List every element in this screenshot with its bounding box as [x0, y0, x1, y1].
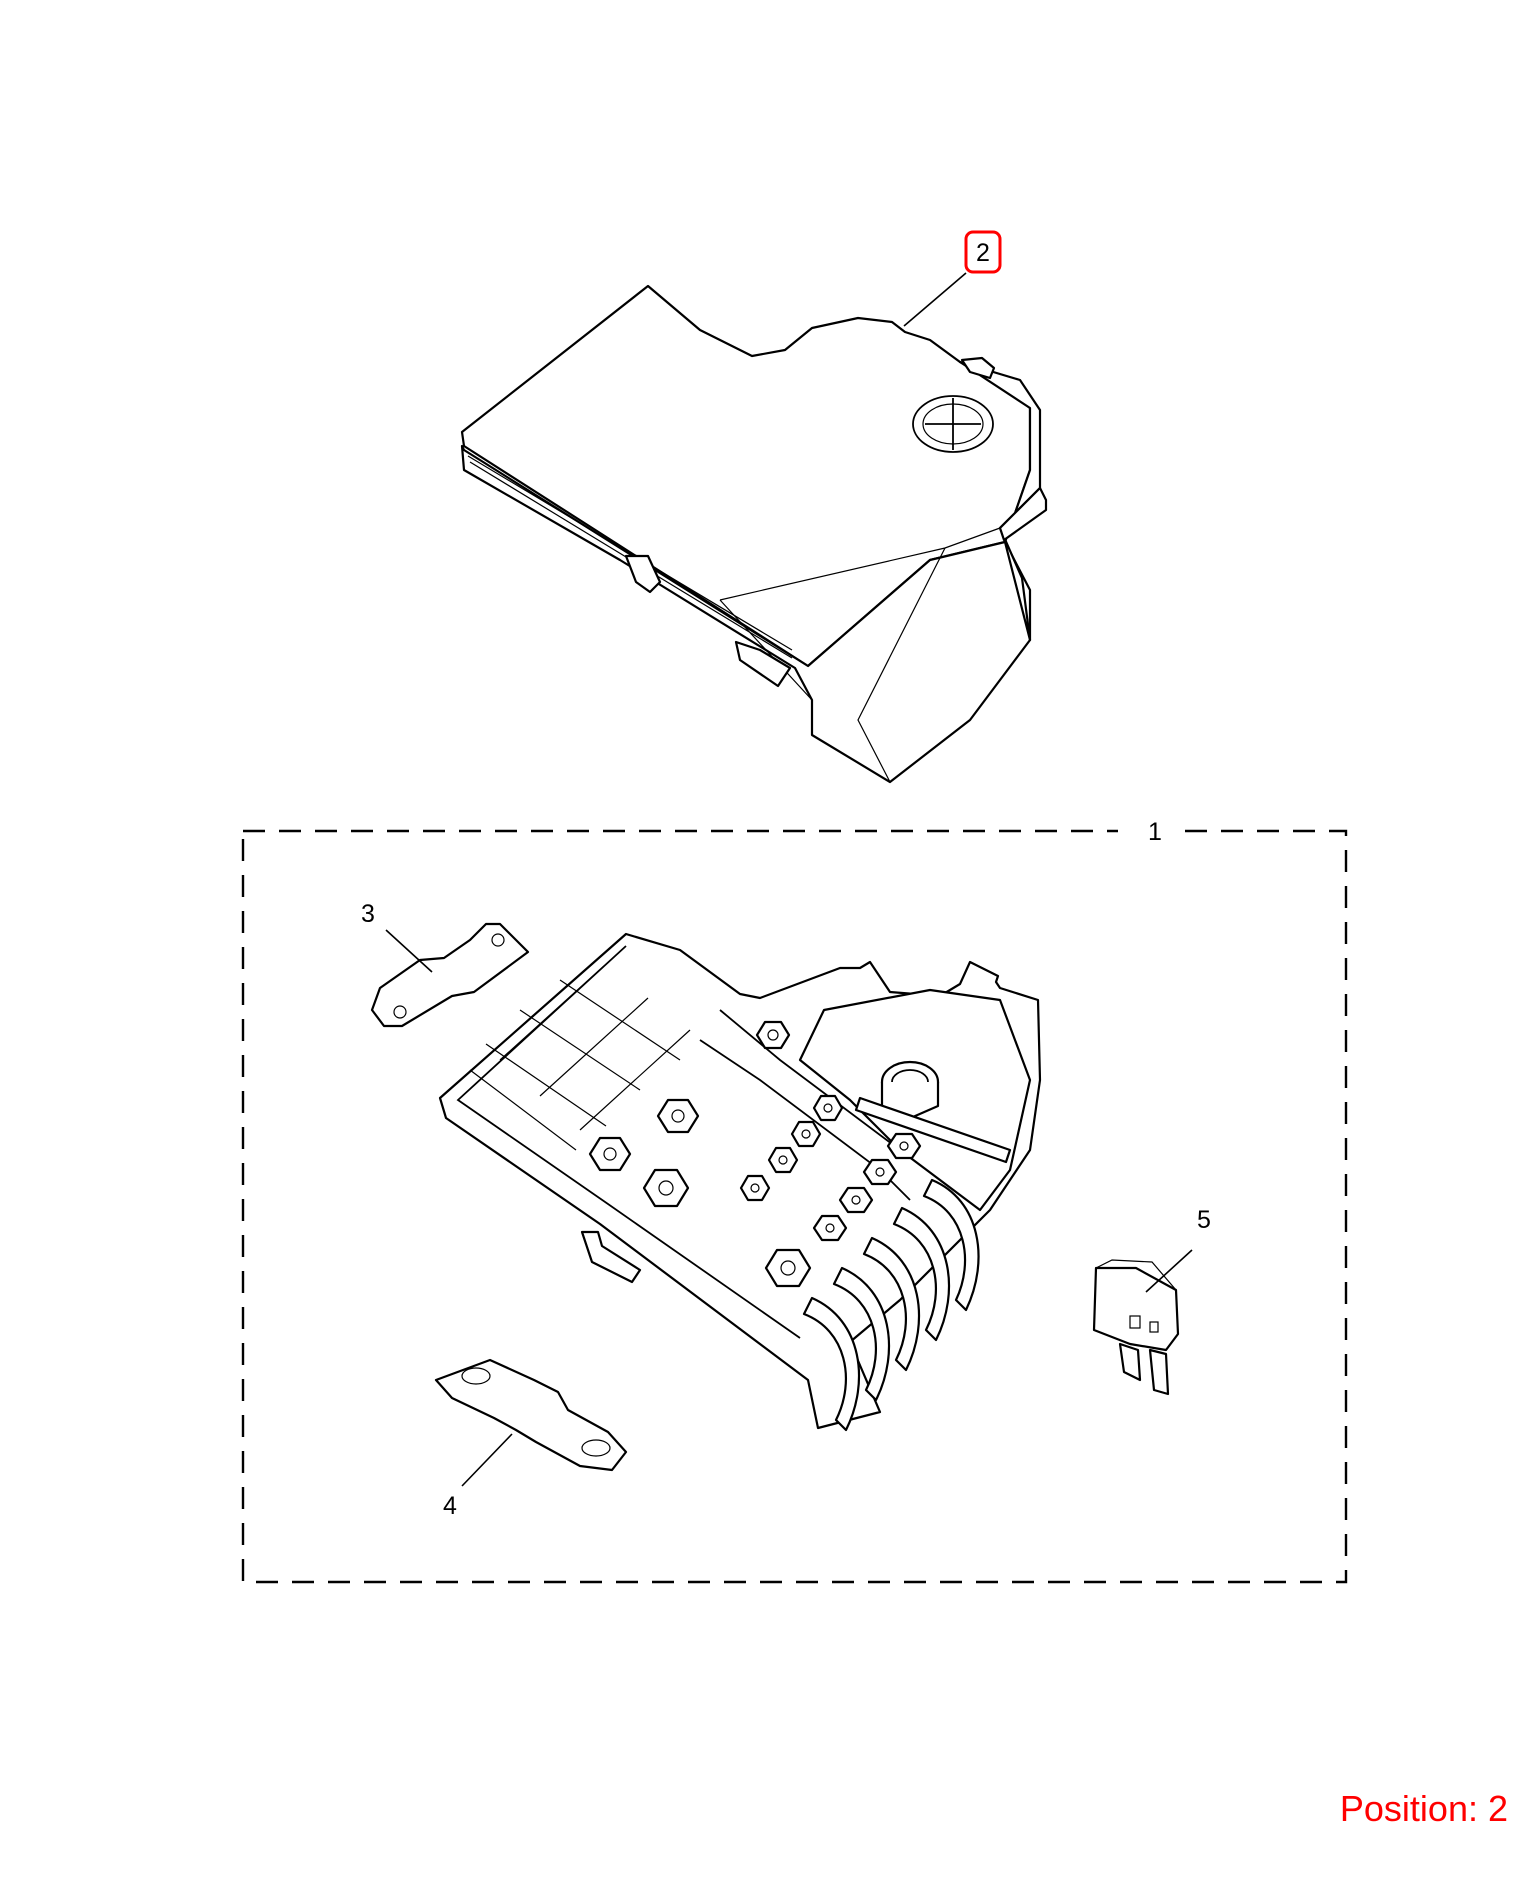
part-1-assembly-boundary — [241, 829, 1348, 1584]
base-mounting-clip — [580, 1230, 642, 1284]
vent-cap-icon — [912, 395, 994, 453]
callout-4[interactable]: 4 — [443, 1492, 457, 1520]
callout-3-label: 3 — [361, 900, 375, 928]
part-5-blade-fuse[interactable] — [1092, 1259, 1180, 1396]
callout-1[interactable]: 1 — [1148, 818, 1162, 846]
nut-icon — [812, 1214, 848, 1242]
position-indicator: Position: 2 — [1339, 1788, 1508, 1829]
nut-icon — [812, 1094, 844, 1122]
nut-icon — [862, 1158, 898, 1186]
callout-1-label: 1 — [1148, 818, 1162, 846]
nut-icon — [588, 1136, 632, 1172]
cable-fins — [802, 1178, 980, 1432]
nut-icon — [642, 1168, 690, 1208]
callout-3[interactable]: 3 — [361, 900, 375, 928]
leader-line-4 — [461, 1433, 513, 1487]
callout-2-label: 2 — [976, 239, 990, 267]
callout-highlight-box — [964, 230, 1002, 274]
part-2-cover[interactable] — [460, 284, 1048, 784]
nut-icon — [790, 1120, 822, 1148]
nut-icon — [755, 1020, 791, 1050]
callout-5[interactable]: 5 — [1197, 1206, 1211, 1234]
leader-line-2 — [903, 272, 967, 327]
nut-icon — [764, 1248, 812, 1288]
part-4-fuse-strip[interactable] — [434, 1358, 628, 1472]
nut-icon — [656, 1098, 700, 1134]
nut-icon — [886, 1132, 922, 1160]
leader-line-3 — [385, 929, 433, 973]
part-3-fusible-link[interactable] — [370, 922, 530, 1028]
nut-icon — [838, 1186, 874, 1214]
leader-line-5 — [1145, 1249, 1193, 1293]
callout-5-label: 5 — [1197, 1206, 1211, 1234]
callout-4-label: 4 — [443, 1492, 457, 1520]
terminal-nuts — [588, 1020, 922, 1288]
fuse-box-base[interactable] — [438, 932, 1042, 1430]
nut-icon — [739, 1174, 771, 1202]
callout-2[interactable]: 2 — [964, 230, 1002, 274]
nut-icon — [767, 1146, 799, 1174]
